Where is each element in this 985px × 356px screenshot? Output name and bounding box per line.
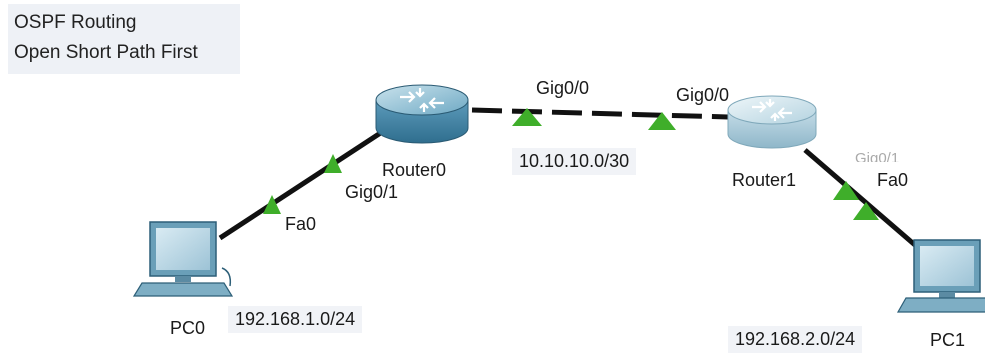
link-status-pc1-fa0	[853, 202, 879, 220]
lan1-network-label: 192.168.2.0/24	[728, 326, 863, 353]
lan0-network-label: 192.168.1.0/24	[228, 306, 363, 333]
pc0[interactable]	[132, 221, 234, 297]
router1[interactable]	[727, 95, 817, 149]
link-status-router0-gig01	[324, 154, 342, 173]
router0[interactable]	[375, 84, 469, 144]
pc1[interactable]	[896, 239, 985, 313]
pc-icon	[896, 239, 985, 313]
link-pc0-router0	[218, 129, 384, 241]
router-icon	[375, 84, 469, 144]
link-status-router1-gig00	[648, 112, 676, 130]
link-router0-router1	[471, 107, 729, 120]
router0-gig01-label: Gig0/1	[345, 182, 399, 202]
pc1-label: PC1	[930, 330, 966, 350]
link-status-pc0-fa0	[263, 195, 281, 214]
router1-gig00-label: Gig0/0	[676, 85, 730, 105]
pc0-fa0-label: Fa0	[285, 214, 317, 234]
router1-label: Router1	[732, 170, 797, 190]
router1-gig01-label: Gig0/1	[855, 150, 900, 162]
link-router1-pc1	[803, 148, 917, 247]
note-title: OSPF Routing	[14, 12, 137, 33]
router0-label: Router0	[382, 160, 447, 180]
link-status-router1-gig01	[833, 181, 859, 200]
pc-icon	[132, 221, 234, 297]
pc0-label: PC0	[170, 318, 206, 338]
note-subtitle: Open Short Path First	[14, 42, 198, 63]
link-status-router0-gig00	[512, 108, 542, 126]
pc1-fa0-label: Fa0	[877, 170, 909, 190]
router0-gig00-label: Gig0/0	[536, 78, 590, 98]
wan-network-label: 10.10.10.0/30	[512, 148, 637, 175]
router-icon	[727, 95, 817, 149]
topology-note: OSPF Routing Open Short Path First	[8, 4, 240, 74]
